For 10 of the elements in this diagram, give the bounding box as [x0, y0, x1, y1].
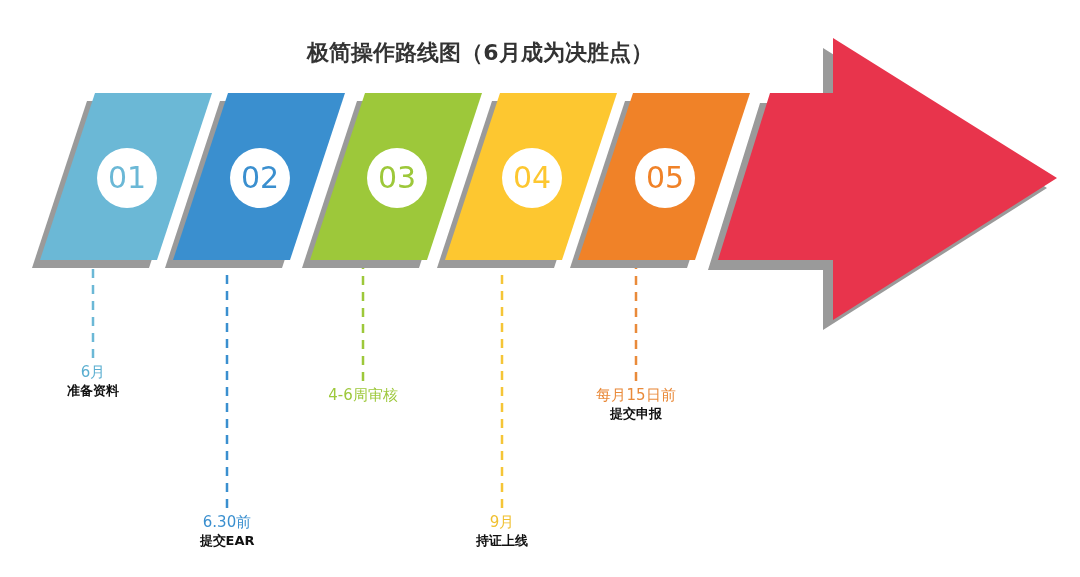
milestone-date: 9月 [489, 512, 515, 532]
milestone-task: 持证上线 [476, 532, 528, 550]
milestone-task: 准备资料 [67, 382, 119, 400]
milestone-task: 提交EAR [199, 532, 255, 550]
milestone-date: 6月 [80, 362, 106, 382]
milestone-date: 6.30前 [202, 512, 252, 532]
milestone-task: 提交申报 [610, 405, 662, 423]
milestone-date: 4-6周审核 [328, 385, 398, 405]
diagram-title: 极简操作路线图（6月成为决胜点） [307, 40, 653, 65]
milestone-date: 每月15日前 [596, 385, 676, 405]
